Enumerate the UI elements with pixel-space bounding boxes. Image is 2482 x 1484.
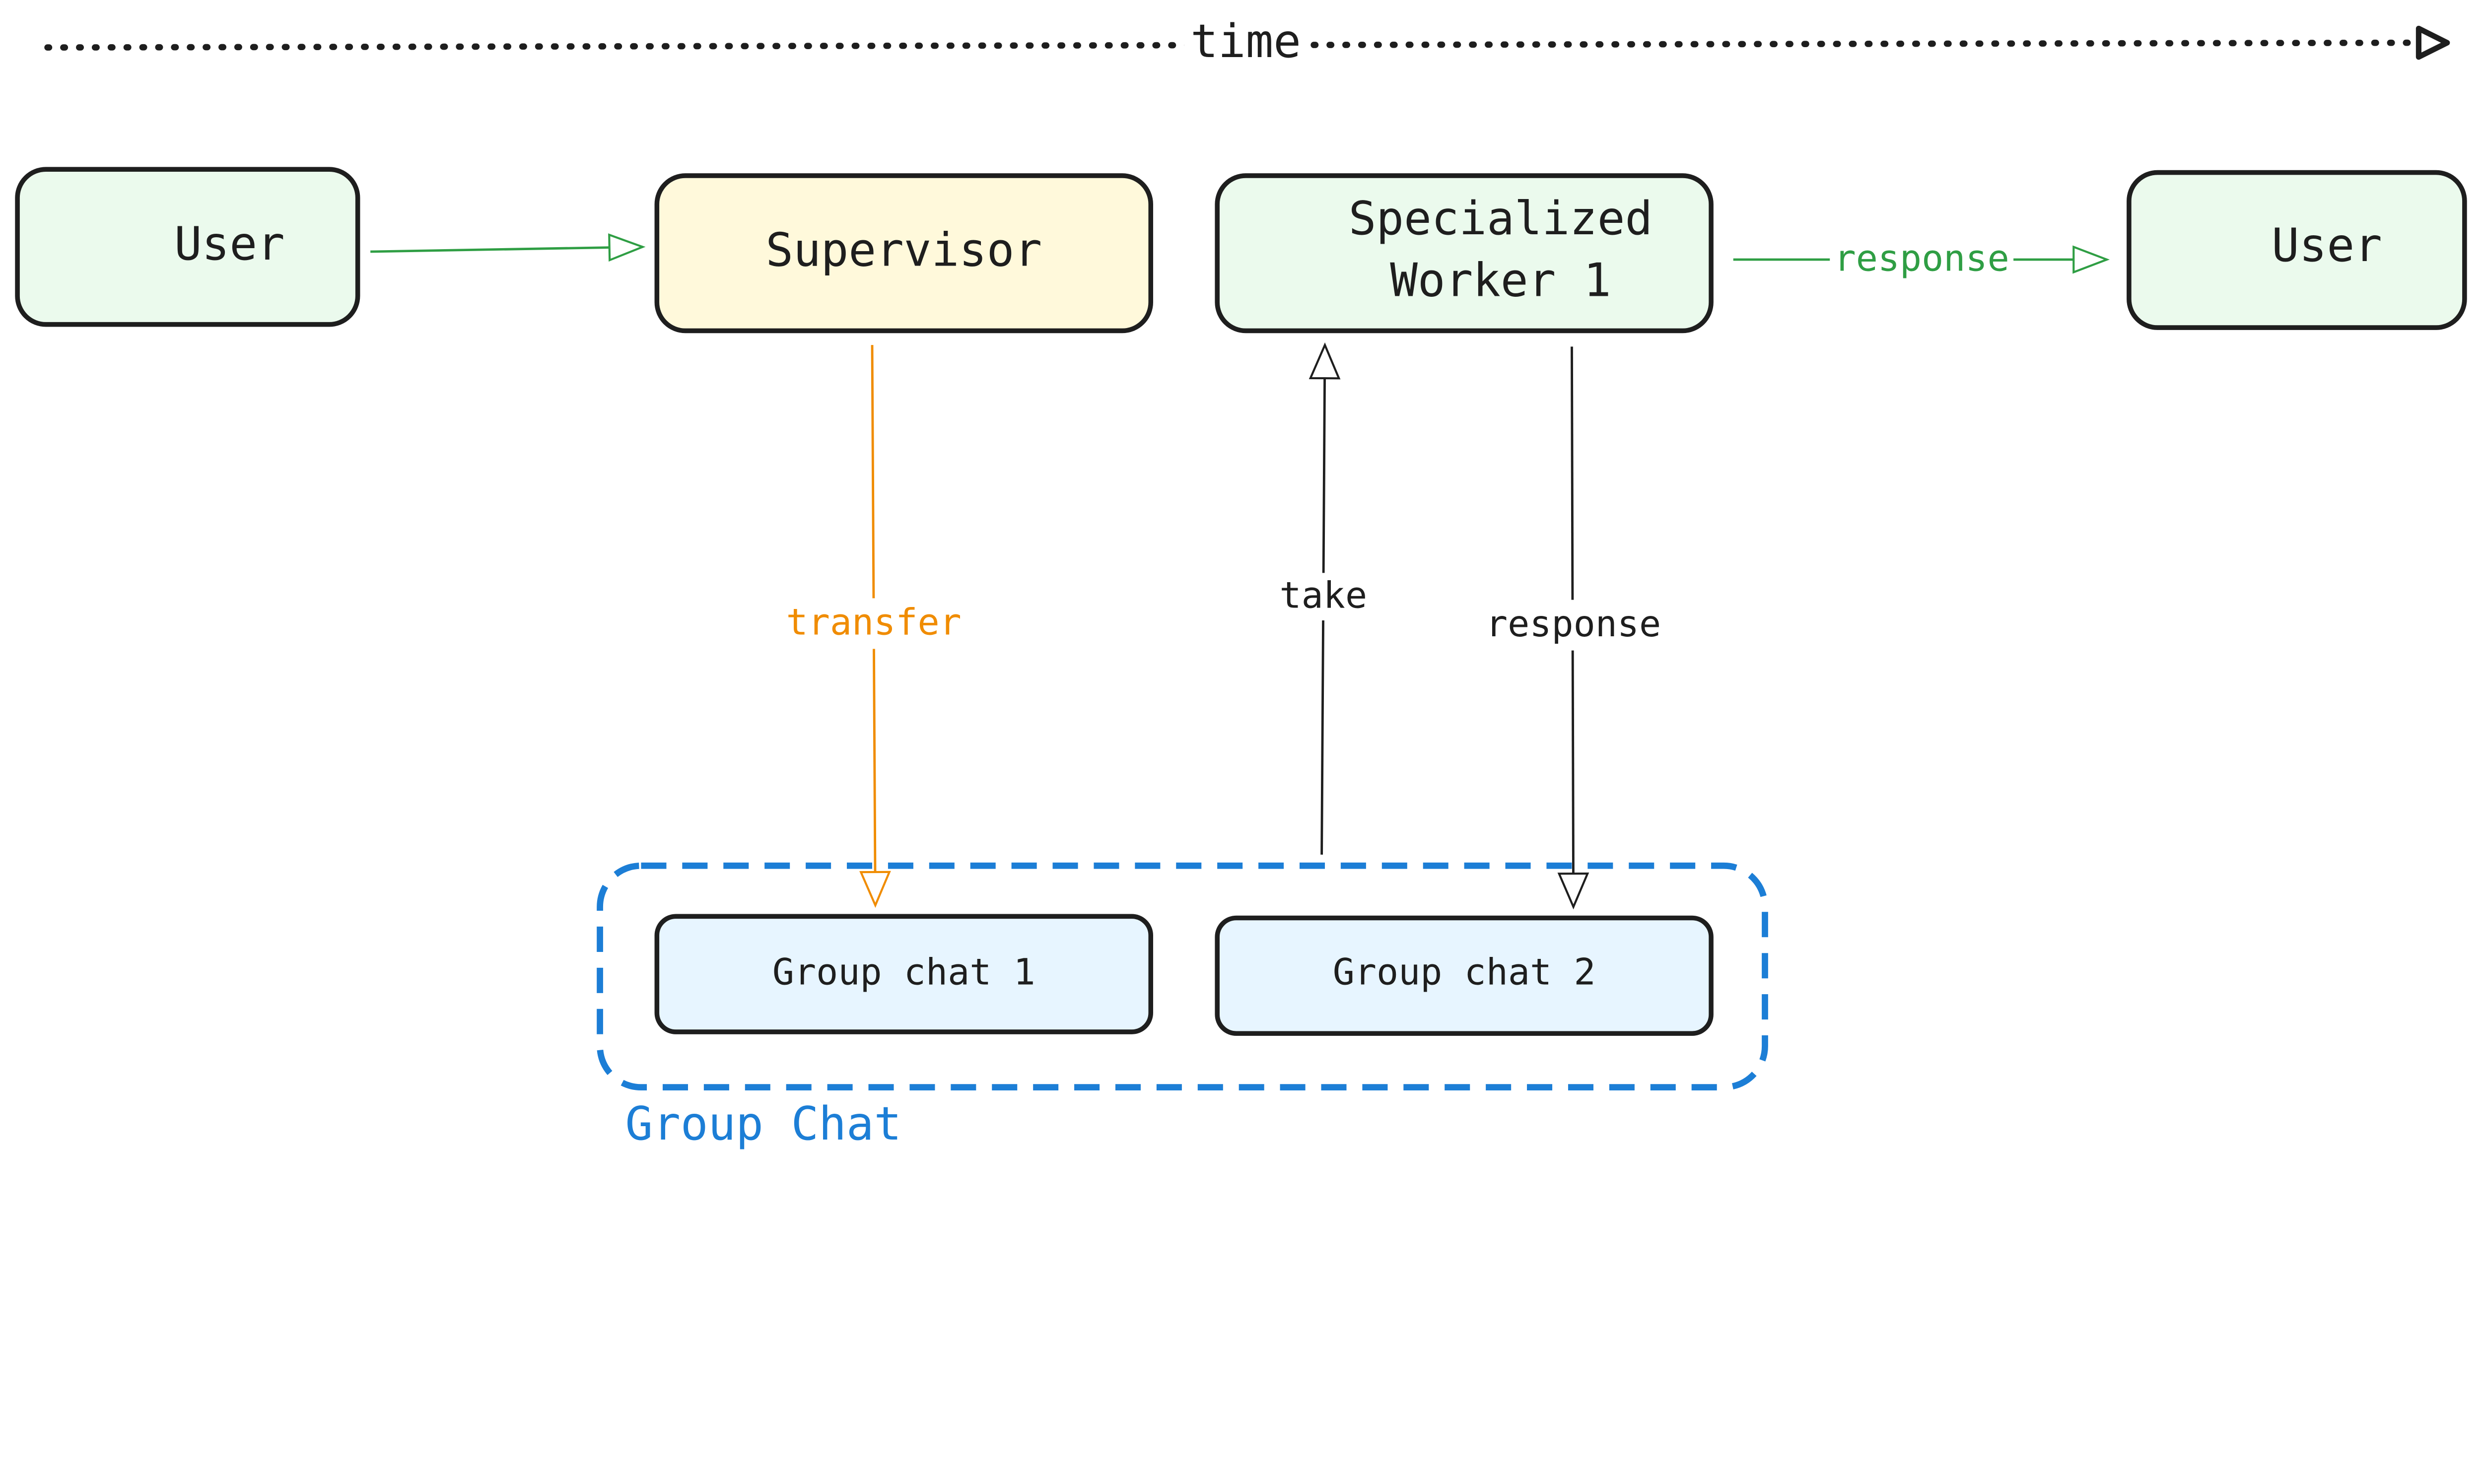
node-user-left[interactable]: User bbox=[15, 167, 360, 327]
node-group-chat-1[interactable]: Group chat 1 bbox=[654, 914, 1154, 1034]
edge-label-response: response bbox=[1486, 603, 1661, 645]
diagram-canvas: time User Supervisor Specialized Worker … bbox=[15, 14, 2467, 1150]
node-group-chat-2[interactable]: Group chat 2 bbox=[1215, 915, 1714, 1036]
node-label: Group chat 2 bbox=[1333, 951, 1596, 993]
node-specialized-worker-1[interactable]: Specialized Worker 1 bbox=[1215, 173, 1714, 334]
timeline-label: time bbox=[1190, 14, 1301, 68]
node-label-line1: Specialized bbox=[1349, 192, 1653, 245]
edge-response-right: response bbox=[1733, 237, 2110, 282]
group-chat-label: Group Chat bbox=[625, 1097, 902, 1150]
timeline-arrow: time bbox=[44, 14, 2450, 68]
node-user-right[interactable]: User bbox=[2127, 170, 2467, 330]
group-chat-container: Group Chat bbox=[597, 862, 1768, 1150]
edge-label-transfer: transfer bbox=[786, 602, 962, 644]
node-label: User bbox=[174, 217, 285, 270]
node-label-line2: Worker 1 bbox=[1390, 253, 1611, 307]
edge-label-take: take bbox=[1280, 574, 1368, 616]
edge-label-response: response bbox=[1834, 237, 2009, 279]
edge-response-down: response bbox=[1472, 346, 1675, 910]
node-label: Supervisor bbox=[765, 223, 1042, 277]
edge-take: take bbox=[1266, 342, 1380, 855]
node-supervisor[interactable]: Supervisor bbox=[654, 173, 1154, 334]
timeline-arrowhead-icon bbox=[2415, 25, 2450, 60]
edge-user-to-supervisor bbox=[370, 233, 646, 262]
node-label: Group chat 1 bbox=[772, 951, 1035, 993]
node-label: User bbox=[2272, 218, 2382, 272]
edge-transfer: transfer bbox=[775, 345, 972, 908]
